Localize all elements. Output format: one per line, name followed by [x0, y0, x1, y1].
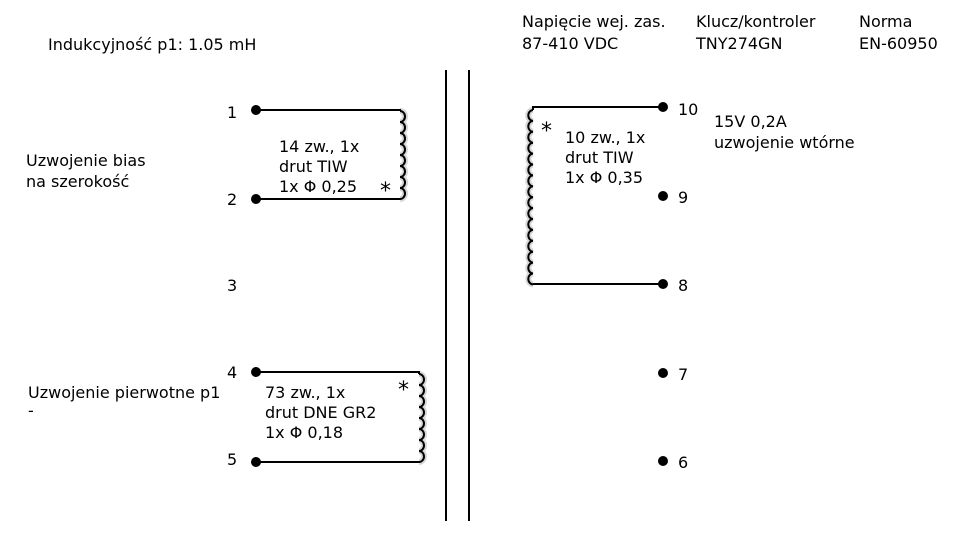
- secondary-coil: [527, 109, 534, 286]
- bias-lead-top: [256, 109, 401, 111]
- pin-7-dot: [658, 368, 668, 378]
- bias-polarity-mark: *: [380, 179, 391, 204]
- secondary-spec-line2: drut TIW: [565, 148, 634, 167]
- controller-label: Klucz/kontroler: [696, 12, 816, 31]
- bias-spec-line3: 1x Φ 0,25: [279, 177, 357, 196]
- pin-8-dot: [658, 279, 668, 289]
- primary-spec-line3: 1x Φ 0,18: [265, 423, 343, 442]
- secondary-spec-line1: 10 zw., 1x: [565, 128, 645, 147]
- secondary-name-line1: 15V 0,2A: [714, 112, 787, 131]
- pin-7-label: 7: [678, 365, 688, 384]
- secondary-spec-line3: 1x Φ 0,35: [565, 168, 643, 187]
- pin-6-label: 6: [678, 453, 688, 472]
- primary-coil: [418, 373, 425, 463]
- supply-voltage-label: Napięcie wej. zas.: [522, 12, 666, 31]
- controller-value: TNY274GN: [695, 34, 782, 53]
- pin-4-dot: [251, 367, 261, 377]
- pin-2-dot: [251, 194, 261, 204]
- pin-6-dot: [658, 456, 668, 466]
- bias-name-line2: na szerokość: [26, 172, 129, 191]
- pin-8-label: 8: [678, 276, 688, 295]
- secondary-winding: * 10 zw., 1x drut TIW 1x Φ 0,35 15V 0,2A…: [525, 102, 855, 289]
- primary-name-line1: Uzwojenie pierwotne p1: [28, 383, 220, 402]
- pin-10-dot: [658, 102, 668, 112]
- primary-polarity-mark: *: [398, 378, 409, 403]
- standard-value: EN-60950: [859, 34, 938, 53]
- primary-name-line2: -: [28, 401, 34, 420]
- pin-1-dot: [251, 105, 261, 115]
- bias-name-line1: Uzwojenie bias: [26, 151, 146, 170]
- pin-10-label: 10: [678, 100, 698, 119]
- secondary-polarity-mark: *: [541, 119, 552, 144]
- bias-spec-line1: 14 zw., 1x: [279, 137, 359, 156]
- pin-9-dot: [658, 191, 668, 201]
- bias-coil: [399, 110, 406, 200]
- primary-winding: * 73 zw., 1x drut DNE GR2 1x Φ 0,18 Uzwo…: [28, 367, 427, 467]
- bias-spec-line2: drut TIW: [279, 157, 348, 176]
- supply-voltage-value: 87-410 VDC: [522, 34, 618, 53]
- primary-spec-line1: 73 zw., 1x: [265, 383, 345, 402]
- secondary-lead-top: [532, 106, 663, 110]
- pin-3-label: 3: [227, 276, 237, 295]
- pin-2-label: 2: [227, 190, 237, 209]
- secondary-name-line2: uzwojenie wtórne: [714, 133, 855, 152]
- inductance-label: Indukcyjność p1: 1.05 mH: [48, 35, 256, 54]
- bias-winding: * 14 zw., 1x drut TIW 1x Φ 0,25 Uzwojeni…: [26, 105, 408, 204]
- primary-spec-line2: drut DNE GR2: [265, 403, 376, 422]
- pin-9-label: 9: [678, 188, 688, 207]
- pin-1-label: 1: [227, 103, 237, 122]
- pin-4-label: 4: [227, 363, 237, 382]
- pin-5-label: 5: [227, 450, 237, 469]
- primary-lead-top: [256, 371, 420, 374]
- standard-label: Norma: [859, 12, 912, 31]
- pin-5-dot: [251, 457, 261, 467]
